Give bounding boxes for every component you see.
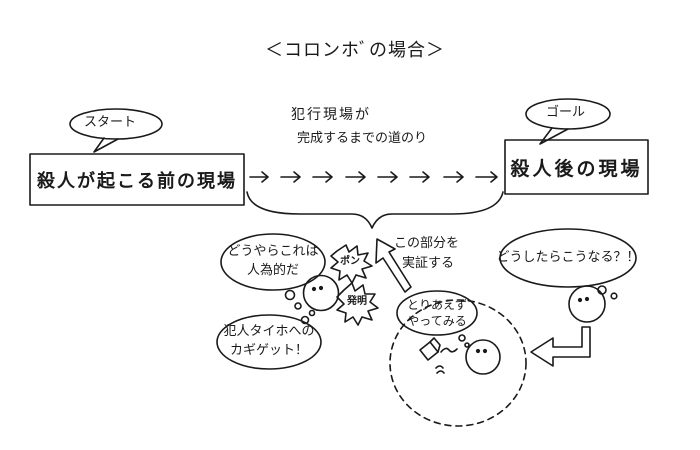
motion-scribble [435,365,445,374]
thought-bubble-middle-text: とりあえず やってみる [399,292,475,334]
thought-dot [464,342,470,348]
start-box [29,153,245,206]
thought-dot [610,292,618,300]
goal-box [504,139,649,195]
character-left [302,274,340,312]
start-box-label: 殺人が起こる前の現場 [37,170,237,192]
chain-arrow [409,171,430,183]
thought-left-top-line2: 人為的だ [246,263,299,278]
thought-dot [294,302,302,310]
chain-arrow [345,171,366,183]
verify-note-line1: この部分を [394,236,460,251]
thought-dot [458,334,466,342]
chain-arrow [249,171,269,183]
goal-box-label: 殺人後の現場 [510,157,643,180]
arrow-chain [249,171,498,183]
under-brace [246,191,504,229]
return-arrow [530,326,591,367]
character-middle-eye [475,348,481,354]
thought-bubble-left-top-text: どうやらこれは 人為的だ [223,236,323,288]
verify-note-line2: 実証する [402,256,455,271]
motion-scribble [440,347,458,353]
thought-dot [308,309,316,317]
experiment-dashed-circle [389,299,527,427]
burst-pon-label: ポン [340,256,360,267]
character-left-eye [318,285,324,291]
chain-arrow [443,171,464,183]
chain-arrow [377,171,398,183]
character-right-eye [577,297,583,303]
thought-dot [284,289,296,301]
burst-pon [330,244,373,284]
thought-middle-line1: とりあえず [406,297,467,312]
experiment-object-icon [419,341,439,361]
thought-left-bottom-line1: 犯人タイホへの [223,324,315,340]
start-tag-tail [93,137,119,153]
character-middle-eye [482,348,488,354]
chain-arrow [475,171,498,183]
thought-bubble-right [499,228,637,288]
page-title: ＜コロンホﾞの場合＞ [265,40,445,61]
thought-bubble-left-bottom [216,314,322,370]
thought-left-top-line1: どうやらこれは [227,244,319,260]
character-left-eye [311,286,317,292]
thought-bubble-left-top [220,233,326,291]
verify-up-arrow [375,238,412,293]
character-middle [465,339,501,375]
goal-tag-tail [539,127,569,145]
burst-hatsumei [336,282,379,326]
start-tag-bubble [69,108,163,140]
chain-arrow [280,171,301,183]
experiment-object-tab [429,337,441,353]
thought-bubble-left-bottom-text: 犯人タイホへの カギゲット！ [219,316,319,368]
path-caption-line1: 犯行現場が [291,107,371,123]
thought-middle-line2: やってみる [407,314,467,328]
thought-bubble-middle [396,290,478,336]
start-tag-label: スタート [84,115,137,130]
burst-hatsumei-label: 発明 [347,296,367,307]
thought-dot [300,315,310,325]
chain-arrow [312,171,333,183]
path-caption-line2: 完成するまでの道のり [297,131,428,146]
goal-tag-label: ゴール [546,105,586,120]
thought-left-bottom-line2: カギゲット！ [229,343,308,358]
character-right-eye [584,296,590,302]
character-right [568,285,606,323]
thought-right-line1: どうしたらこうなる？！ [496,249,640,265]
thought-bubble-right-text: どうしたらこうなる？！ [497,232,640,284]
